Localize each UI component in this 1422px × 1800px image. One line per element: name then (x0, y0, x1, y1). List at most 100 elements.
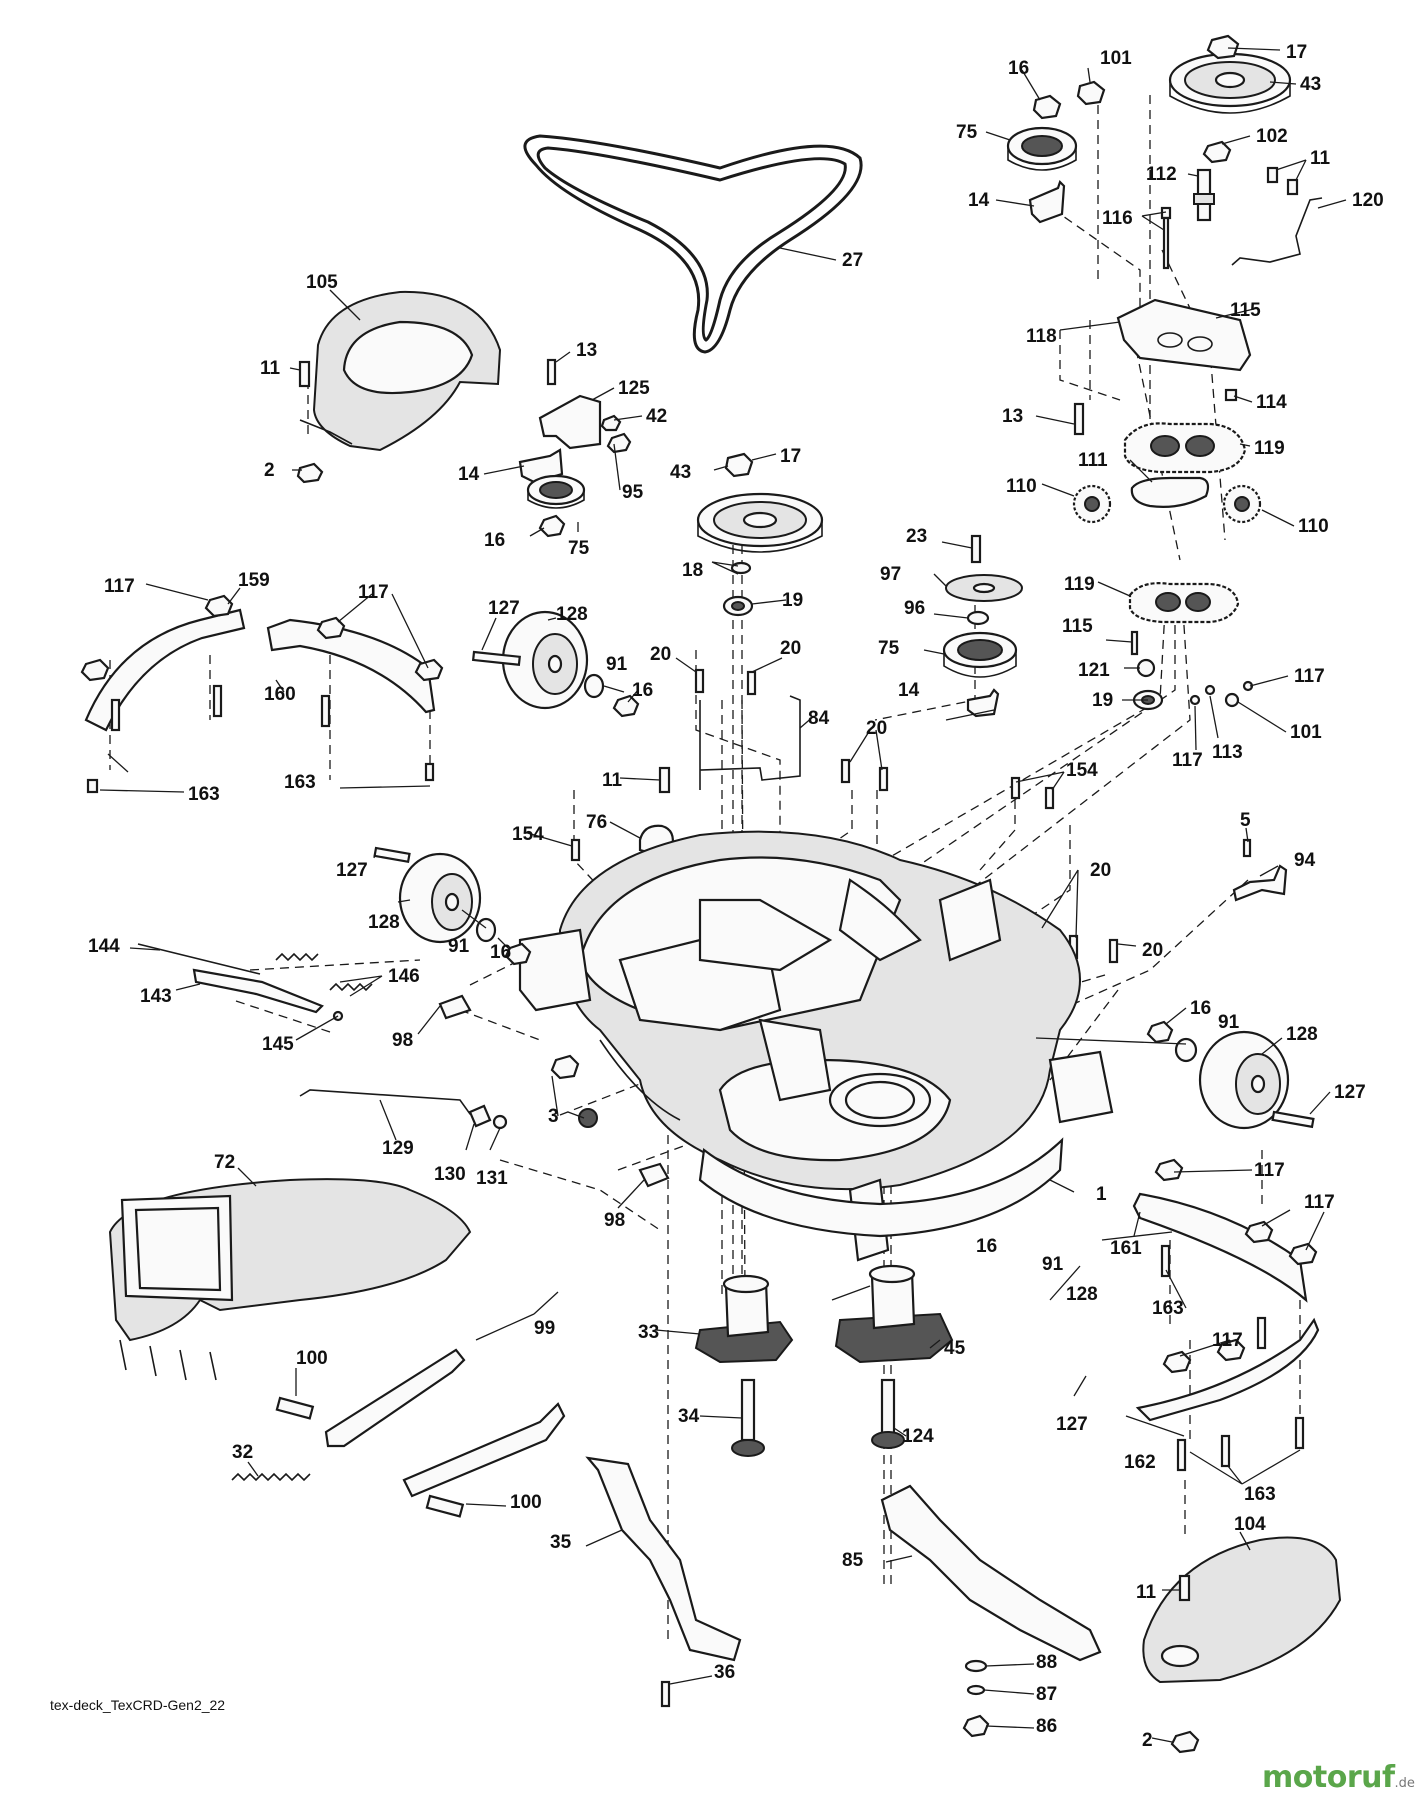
callout: 110 (1006, 476, 1037, 497)
callout: 112 (1146, 164, 1177, 185)
callout: 117 (1212, 1330, 1243, 1351)
callout: 130 (434, 1164, 466, 1185)
callout: 100 (296, 1348, 328, 1369)
washer-91-upper (583, 673, 605, 699)
callout: 162 (1124, 1452, 1156, 1473)
gear-110-right (1222, 484, 1262, 524)
callout: 75 (568, 538, 590, 559)
callout: 75 (878, 638, 900, 659)
nut-2-cover-right (1170, 1730, 1200, 1754)
callout: 100 (510, 1492, 542, 1513)
springs-146 (275, 952, 373, 992)
callout: 114 (1256, 392, 1287, 413)
callout: 36 (714, 1662, 735, 1683)
callout: 18 (682, 560, 703, 581)
callout: 16 (1008, 58, 1029, 79)
gear-119-lower (1128, 582, 1240, 624)
callout: 159 (238, 570, 270, 591)
rod-144 (137, 943, 261, 975)
callout: 34 (678, 1406, 700, 1427)
bushing-3 (578, 1108, 598, 1128)
bolt-11-cover-right (1178, 1574, 1191, 1602)
pin-113 (1204, 684, 1216, 696)
washers-18 (730, 561, 752, 575)
callout: 115 (1062, 616, 1093, 637)
watermark-tld: .de (1394, 1776, 1415, 1791)
washer-97 (945, 574, 1023, 602)
bolt-11-cover (298, 360, 311, 388)
callout: 20 (650, 644, 671, 665)
callout: 3 (548, 1106, 559, 1127)
bushing-98-upper (438, 994, 472, 1020)
callout: 19 (782, 590, 803, 611)
callout: 125 (618, 378, 650, 399)
bolt-127-right (1271, 1110, 1315, 1129)
callout: 127 (1056, 1414, 1088, 1435)
callout: 161 (1110, 1238, 1142, 1259)
callout: 20 (1142, 940, 1163, 961)
pulley-43-top (1168, 52, 1292, 114)
callout: 16 (1190, 998, 1211, 1019)
callout: 14 (458, 464, 480, 485)
nut-95 (606, 432, 632, 454)
callout: 144 (88, 936, 120, 957)
callout: 119 (1064, 574, 1095, 595)
callout: 104 (1234, 1514, 1266, 1535)
nut-16-upper (612, 694, 640, 718)
callout: 1 (1096, 1184, 1107, 1205)
callout: 146 (388, 966, 420, 987)
callout: 17 (1286, 42, 1307, 63)
idler-pulley-75-center (526, 474, 586, 509)
hardware-117-163-left (80, 594, 444, 794)
nut-16-middle (504, 942, 532, 966)
baffle-159 (84, 608, 246, 732)
bracket-14-mid (966, 688, 1000, 718)
bolt-100-upper (275, 1396, 315, 1420)
belt-cover-105 (299, 290, 502, 452)
bolt-36 (660, 1680, 671, 1708)
callout: 16 (632, 680, 653, 701)
callout: 32 (232, 1442, 253, 1463)
callout: 117 (1172, 750, 1203, 771)
callout: 127 (488, 598, 520, 619)
callout: 115 (1230, 300, 1261, 321)
callout: 127 (336, 860, 368, 881)
callout: 163 (1244, 1484, 1276, 1505)
callout: 2 (1142, 1730, 1153, 1751)
callout: 128 (1066, 1284, 1098, 1305)
callout: 154 (512, 824, 544, 845)
callout: 102 (1256, 126, 1288, 147)
bracket-143 (192, 968, 324, 1014)
nut-3 (550, 1054, 580, 1080)
idler-pulley-75-top (1006, 126, 1078, 171)
site-watermark: motoruf.de (1262, 1760, 1415, 1795)
callout: 117 (1294, 666, 1325, 687)
callout: 117 (1304, 1192, 1335, 1213)
callout: 99 (534, 1318, 555, 1339)
watermark-brand: motoruf (1262, 1760, 1395, 1795)
callout: 120 (1352, 190, 1384, 211)
callout: 143 (140, 986, 172, 1007)
nut-2-cover (296, 462, 324, 484)
rod-84 (699, 695, 801, 790)
bracket-94 (1232, 864, 1288, 902)
callout-labels: 17 43 16 101 75 102 11 112 120 14 116 27… (88, 42, 1384, 1751)
callout: 95 (622, 482, 644, 503)
callout: 94 (1294, 850, 1316, 871)
bolt-11-mid (658, 766, 671, 794)
washer-91-right (1174, 1037, 1198, 1063)
callout: 163 (1152, 1298, 1184, 1319)
callout: 119 (1254, 438, 1285, 459)
belt-27 (523, 134, 863, 354)
nut-16-right (1146, 1020, 1174, 1044)
callout: 129 (382, 1138, 414, 1159)
bolt-13-center (546, 358, 557, 386)
callout: 96 (904, 598, 925, 619)
callout: 33 (638, 1322, 659, 1343)
bracket-14-top (1028, 179, 1066, 224)
callout: 117 (358, 582, 389, 603)
callout: 111 (1078, 450, 1108, 471)
callout: 11 (602, 770, 623, 791)
bolt-127-middle (373, 846, 411, 864)
callout: 91 (448, 936, 470, 957)
